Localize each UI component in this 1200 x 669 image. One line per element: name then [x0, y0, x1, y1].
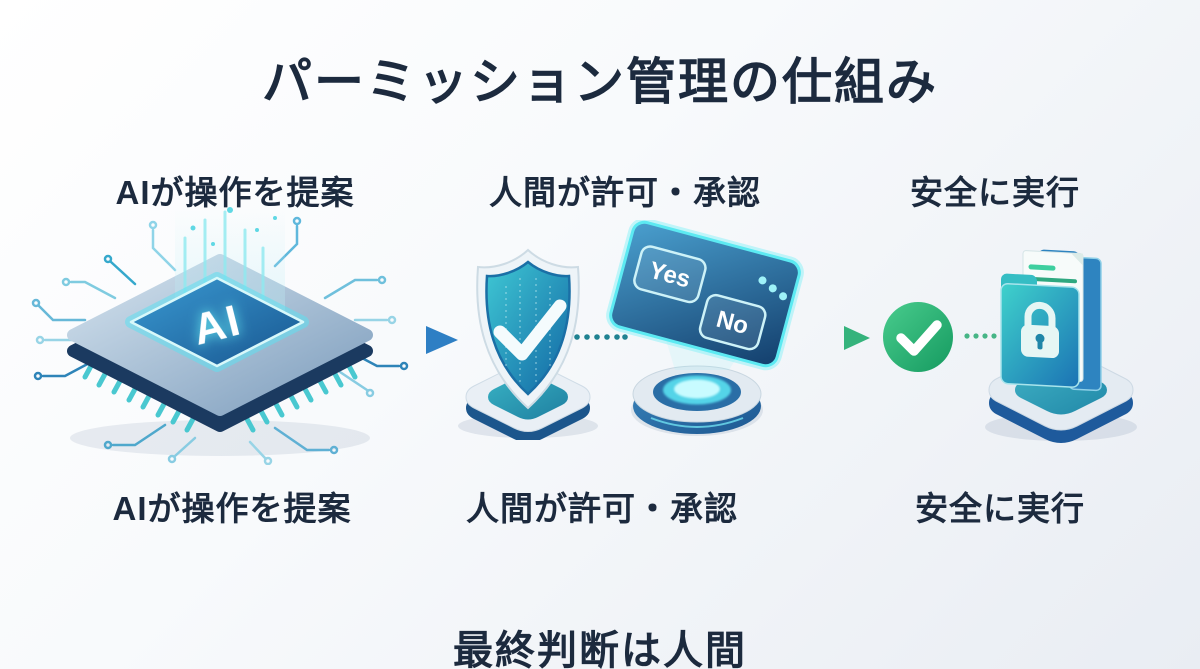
- no-button[interactable]: No: [698, 293, 767, 351]
- yes-no-panel: Yes No: [606, 220, 804, 371]
- locked-folder-icon: [985, 249, 1137, 443]
- shield-checkmark: [493, 299, 567, 361]
- yes-button[interactable]: Yes: [632, 244, 707, 304]
- yes-no-dialog-icon: Yes No: [606, 220, 804, 436]
- dotted-line-teal: [574, 334, 628, 340]
- light-dots: [190, 207, 277, 246]
- chip-pins: [82, 363, 358, 433]
- shield-check-icon: [458, 248, 598, 440]
- lock-icon: [1021, 301, 1059, 359]
- chip-ai-label: AI: [188, 296, 246, 355]
- step1-top-label: AIが操作を提案: [115, 174, 355, 211]
- panel-dots: [758, 276, 788, 301]
- arrow-right-icon-1: [342, 326, 458, 354]
- front-folder: [1000, 273, 1080, 388]
- hologram-projector-icon: [631, 326, 763, 436]
- step2-top-label: 人間が許可・承認: [489, 174, 761, 211]
- circuit-traces: [31, 216, 409, 465]
- chip-shadow: [70, 420, 370, 456]
- step3-bottom-label: 安全に実行: [915, 490, 1085, 527]
- approved-check-icon: [883, 302, 953, 372]
- page-title: パーミッション管理の仕組み: [262, 54, 938, 110]
- ai-chip-icon: AI: [31, 207, 409, 465]
- step2-bottom-label: 人間が許可・承認: [466, 490, 738, 527]
- folder-stack: [1000, 249, 1102, 392]
- shield-face: [485, 260, 571, 396]
- footer-conclusion: 最終判断は人間: [453, 629, 747, 669]
- step1-bottom-label: AIが操作を提案: [112, 490, 352, 527]
- step3-top-label: 安全に実行: [910, 174, 1080, 211]
- chip-die: [129, 276, 305, 368]
- arrow-right-icon-2: [790, 326, 870, 350]
